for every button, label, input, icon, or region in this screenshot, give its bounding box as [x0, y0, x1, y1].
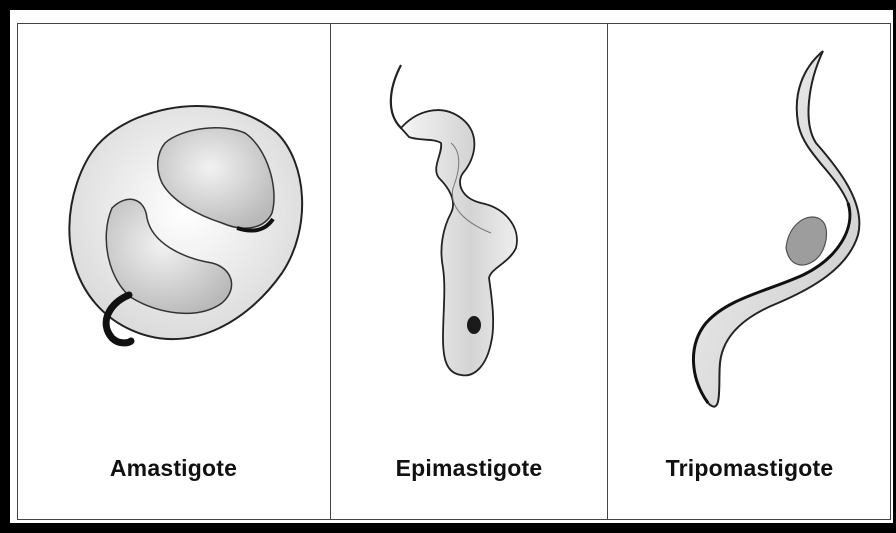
label-epimastigote: Epimastigote — [331, 455, 607, 482]
epimastigote-illustration — [331, 23, 608, 443]
panel-amastigote: Amastigote — [17, 23, 330, 520]
tripomastigote-illustration — [608, 23, 892, 443]
label-amastigote: Amastigote — [17, 455, 330, 482]
panel-tripomastigote: Tripomastigote — [607, 23, 891, 520]
label-tripomastigote: Tripomastigote — [608, 455, 891, 482]
panel-epimastigote: Epimastigote — [330, 23, 607, 520]
amastigote-illustration — [17, 23, 330, 443]
